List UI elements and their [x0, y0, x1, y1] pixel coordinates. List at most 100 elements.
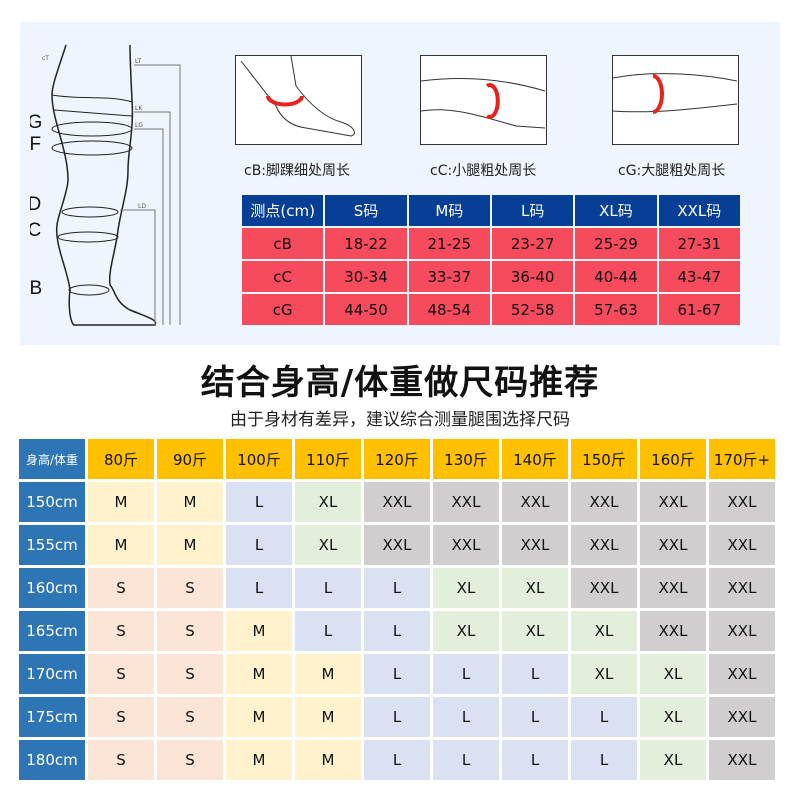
- measurement-cell: 18-22: [325, 228, 407, 259]
- measurement-cell: 36-40: [491, 261, 574, 292]
- header-cell: XL码: [575, 195, 657, 226]
- size-cell: L: [364, 568, 430, 608]
- label-lk: LK: [135, 105, 143, 112]
- weight-header: 150斤: [571, 439, 637, 479]
- measurement-cell: 44-50: [325, 294, 407, 325]
- size-cell: L: [433, 740, 499, 780]
- weight-header: 80斤: [88, 439, 154, 479]
- leg-diagram: LT LK LG LD cT cG cF cD cC cB: [30, 44, 181, 326]
- size-cell: M: [226, 697, 292, 737]
- size-cell: S: [157, 611, 223, 651]
- header-cell: L码: [491, 195, 574, 226]
- size-cell: L: [364, 611, 430, 651]
- weight-header: 160斤: [640, 439, 706, 479]
- measurement-cell: 40-44: [575, 261, 657, 292]
- size-cell: L: [364, 740, 430, 780]
- size-cell: M: [88, 482, 154, 522]
- size-cell: M: [295, 697, 361, 737]
- size-cell: XXL: [502, 482, 568, 522]
- label-cf: cF: [30, 134, 41, 155]
- height-header: 180cm: [19, 740, 85, 780]
- caption-cg: cG:大腿粗处周长: [618, 163, 726, 179]
- caption-cb: cB:脚踝细处周长: [244, 163, 351, 179]
- size-cell: L: [502, 654, 568, 694]
- size-cell: M: [226, 654, 292, 694]
- height-header: 170cm: [19, 654, 85, 694]
- measurement-header-row: 测点(cm) S码 M码 L码 XL码 XXL码: [242, 195, 740, 226]
- size-cell: S: [88, 654, 154, 694]
- size-cell: XL: [295, 525, 361, 565]
- size-cell: XXL: [709, 525, 775, 565]
- weight-header: 130斤: [433, 439, 499, 479]
- size-cell: L: [502, 697, 568, 737]
- size-cell: XXL: [571, 568, 637, 608]
- measurement-cell: 30-34: [325, 261, 407, 292]
- size-cell: XL: [571, 611, 637, 651]
- page-subtitle: 由于身材有差异，建议综合测量腿围选择尺码: [230, 410, 570, 430]
- size-cell: XXL: [640, 568, 706, 608]
- weight-header: 140斤: [502, 439, 568, 479]
- size-cell: M: [157, 482, 223, 522]
- measurement-cell: cC: [242, 261, 324, 292]
- size-cell: L: [502, 740, 568, 780]
- size-cell: XXL: [709, 740, 775, 780]
- size-cell: S: [88, 697, 154, 737]
- measurement-cell: 52-58: [491, 294, 574, 325]
- size-cell: L: [571, 697, 637, 737]
- height-header: 150cm: [19, 482, 85, 522]
- measurement-cell: 25-29: [575, 228, 657, 259]
- size-cell: M: [295, 740, 361, 780]
- size-cell: L: [226, 525, 292, 565]
- size-cell: XXL: [571, 482, 637, 522]
- size-cell: XL: [640, 654, 706, 694]
- header-cell: S码: [325, 195, 407, 226]
- header-cell: XXL码: [658, 195, 740, 226]
- red-arrow-icon: [266, 95, 304, 107]
- size-cell: XL: [502, 568, 568, 608]
- height-header: 160cm: [19, 568, 85, 608]
- header-cell: M码: [408, 195, 490, 226]
- size-cell: M: [157, 525, 223, 565]
- size-cell: S: [88, 568, 154, 608]
- measurement-cell: 48-54: [408, 294, 490, 325]
- thigh-measure-image: [612, 55, 739, 145]
- size-cell: XXL: [640, 525, 706, 565]
- size-cell: S: [157, 740, 223, 780]
- size-cell: XXL: [709, 697, 775, 737]
- size-cell: L: [571, 740, 637, 780]
- size-cell: XXL: [640, 482, 706, 522]
- measurement-cell: 21-25: [408, 228, 490, 259]
- size-cell: S: [157, 654, 223, 694]
- red-arrow-icon: [652, 74, 664, 114]
- size-cell: L: [433, 654, 499, 694]
- size-cell: L: [364, 654, 430, 694]
- size-cell: XXL: [502, 525, 568, 565]
- size-cell: XXL: [364, 482, 430, 522]
- label-lg: LG: [135, 122, 143, 129]
- measurement-cell: 57-63: [575, 294, 657, 325]
- label-cb: cB: [30, 278, 42, 299]
- height-header: 165cm: [19, 611, 85, 651]
- measurement-cell: 27-31: [658, 228, 740, 259]
- size-cell: XL: [433, 568, 499, 608]
- measurement-cell: 23-27: [491, 228, 574, 259]
- size-cell: L: [295, 568, 361, 608]
- size-cell: XXL: [709, 568, 775, 608]
- measurement-cell: 33-37: [408, 261, 490, 292]
- weight-header: 110斤: [295, 439, 361, 479]
- size-cell: XL: [571, 654, 637, 694]
- size-cell: XL: [295, 482, 361, 522]
- measurement-cell: cG: [242, 294, 324, 325]
- caption-cc: cC:小腿粗处周长: [430, 163, 537, 179]
- size-cell: S: [88, 740, 154, 780]
